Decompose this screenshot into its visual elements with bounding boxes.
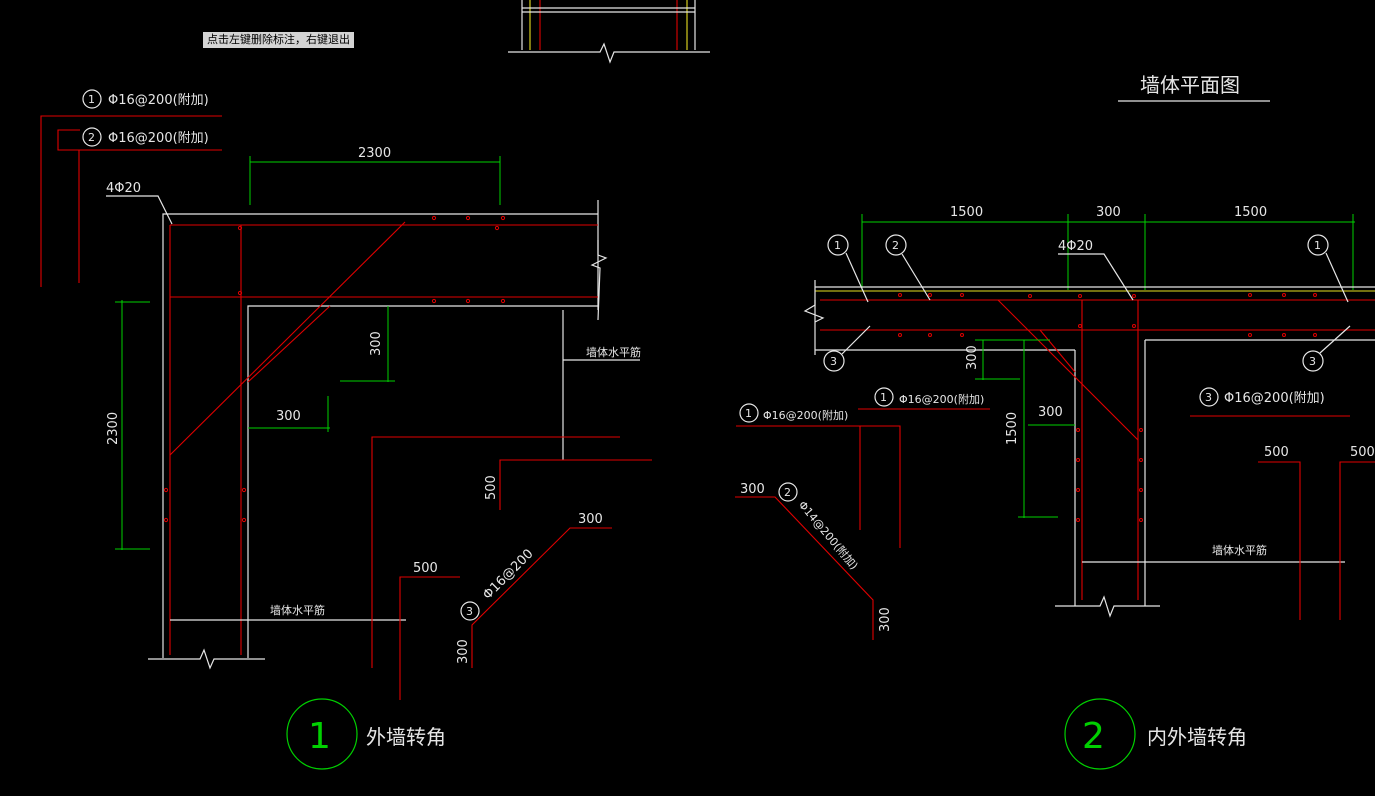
detail1-title-number: 1 [308, 716, 331, 757]
horiz-rebar-label: 墙体水平筋 [586, 345, 641, 359]
shape2-dim: 500 [413, 561, 438, 576]
bar-b-number: 1 [880, 391, 887, 404]
bar2-number: 2 [88, 131, 95, 144]
bar-d-label: Φ16@200(附加) [1224, 391, 1325, 406]
dim-right-1500: 1500 [1234, 205, 1267, 220]
callout-2: 2 [892, 239, 899, 252]
main-bars-label: 4Φ20 [106, 181, 141, 196]
detail2-title: 内外墙转角 [1147, 725, 1247, 749]
bar-c-dim-top: 300 [740, 482, 765, 497]
main-bars-label-2: 4Φ20 [1058, 239, 1093, 254]
dim-mid-300: 300 [1096, 205, 1121, 220]
bar-a-label: Φ16@200(附加) [763, 408, 848, 422]
shape3-number: 3 [466, 605, 473, 618]
bar1-label: Φ16@200(附加) [108, 93, 209, 108]
bar2-label: Φ16@200(附加) [108, 131, 209, 146]
dim-500a: 500 [1264, 445, 1289, 460]
detail1-title: 外墙转角 [366, 725, 446, 749]
callout-3a: 3 [830, 355, 837, 368]
bar-b-label: Φ16@200(附加) [899, 392, 984, 406]
bar-d-number: 3 [1205, 391, 1212, 404]
dim-haunch-v-2: 300 [965, 345, 980, 370]
shape3-label: Φ16@200 [480, 547, 536, 603]
detail-2: 1500 300 1500 4Φ20 [735, 205, 1375, 770]
dim-haunch-v: 300 [369, 331, 384, 356]
bar-c-number: 2 [784, 486, 791, 499]
dim-left-1500: 1500 [950, 205, 983, 220]
bar1-number: 1 [88, 93, 95, 106]
bar-a-number: 1 [745, 407, 752, 420]
dim-500b: 500 [1350, 445, 1375, 460]
plan-title: 墙体平面图 [1140, 73, 1240, 97]
dim-haunch-h: 300 [276, 409, 301, 424]
callout-3b: 3 [1309, 355, 1316, 368]
callout-1a: 1 [834, 239, 841, 252]
detail2-title-number: 2 [1082, 716, 1105, 757]
dim-haunch-h-2: 300 [1038, 405, 1063, 420]
shape3-dim-top: 300 [578, 512, 603, 527]
detail-1: 1 Φ16@200(附加) 2 Φ16@200(附加) 4Φ20 2300 23… [40, 89, 652, 770]
callout-1b: 1 [1314, 239, 1321, 252]
bar-c-label: Φ14@200(附加) [796, 498, 862, 572]
dim-vertical-1500: 1500 [1005, 412, 1020, 445]
dim-top: 2300 [358, 146, 391, 161]
bar-c-dim-bottom: 300 [878, 607, 893, 632]
shape3-dim-bottom: 300 [456, 639, 471, 664]
shape1-dim: 500 [484, 475, 499, 500]
dim-left: 2300 [106, 412, 121, 445]
status-tooltip: 点击左键删除标注，右键退出 [203, 32, 354, 48]
horiz-rebar-label-2: 墙体水平筋 [1212, 543, 1267, 557]
top-partial-wall [508, 0, 710, 64]
horiz-rebar-label-bottom: 墙体水平筋 [270, 603, 325, 617]
